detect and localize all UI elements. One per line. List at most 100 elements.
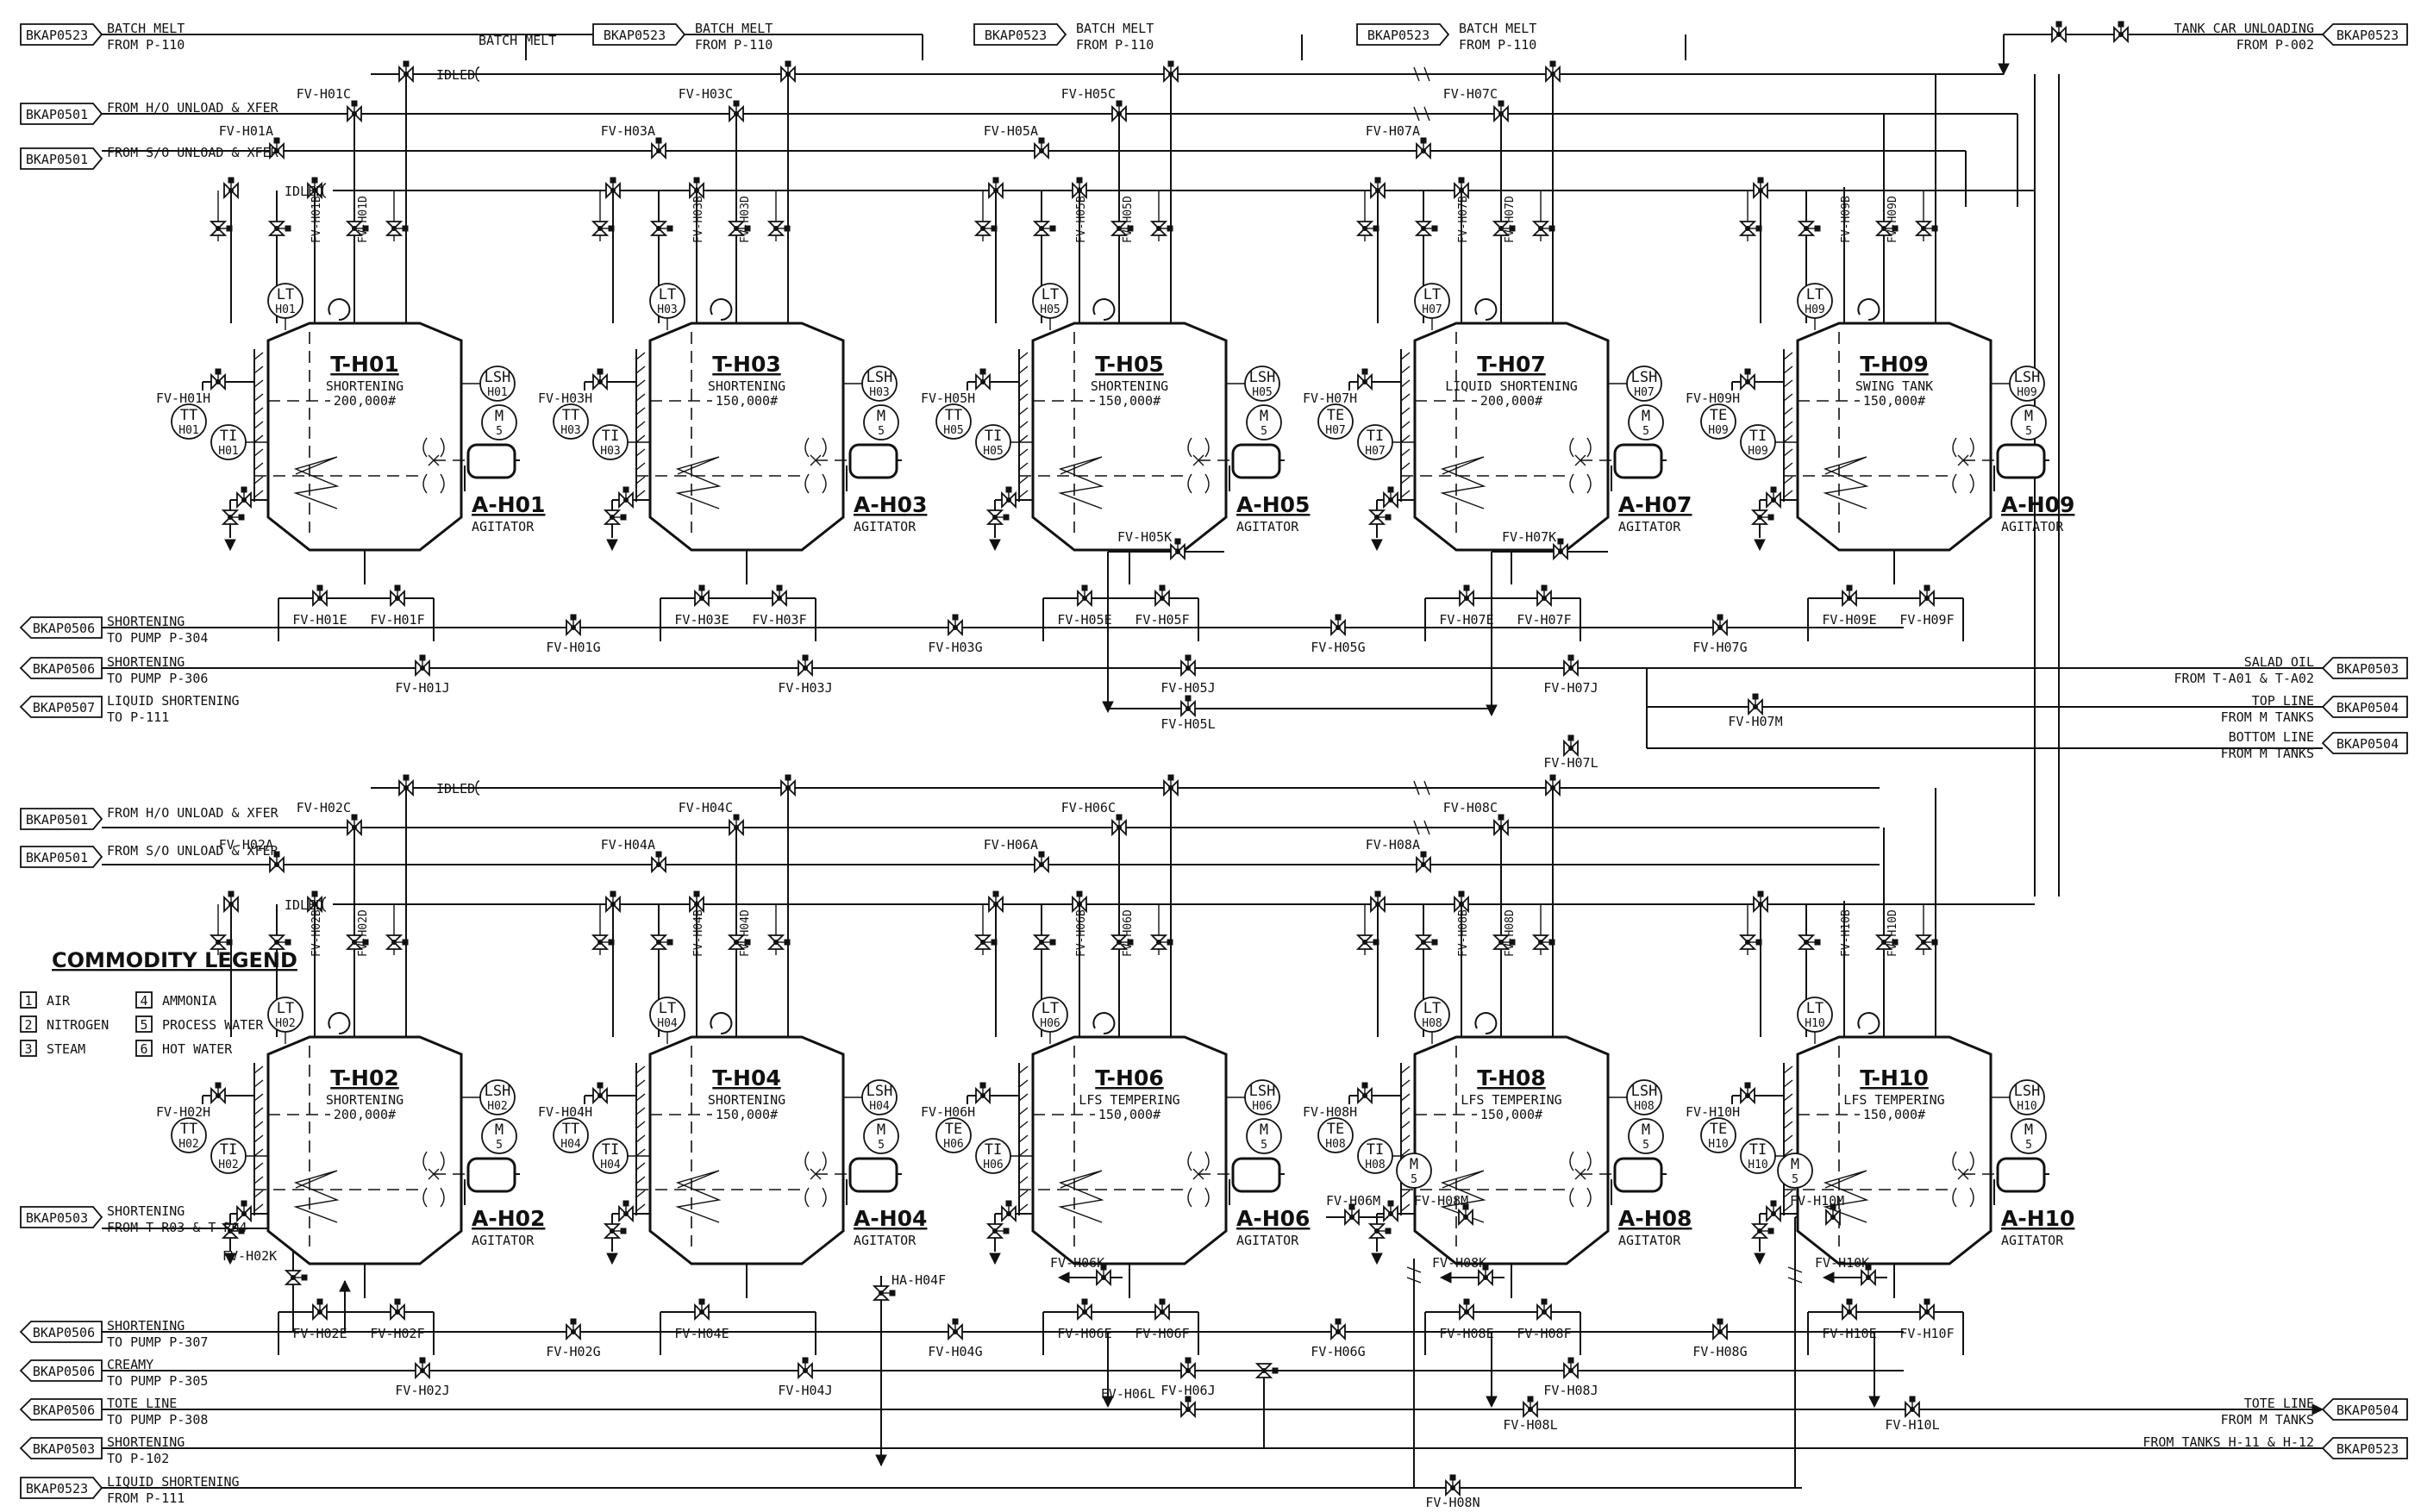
- arrow-icon: [1754, 1253, 1766, 1265]
- valve-actuator: [622, 1200, 629, 1207]
- connector-desc: TO PUMP P-306: [107, 671, 208, 686]
- connector-desc: FROM P-110: [695, 37, 773, 53]
- tank-tag: T-H04: [712, 1065, 780, 1090]
- valve-actuator: [1374, 177, 1381, 184]
- agitator-blade-icon: [804, 1151, 827, 1208]
- manway-icon: [710, 298, 733, 322]
- tank-t-h04: M5T-H04SHORTENING150,000#A-H04AGITATORLT…: [553, 997, 927, 1298]
- valve-actuator: [351, 100, 358, 107]
- valve-actuator: [979, 368, 986, 375]
- valve-actuator: [1373, 225, 1379, 232]
- legend-label: STEAM: [47, 1041, 85, 1057]
- valve-icon: [975, 368, 991, 391]
- pipe-line: [1018, 1162, 1029, 1171]
- valve-tag: FV-H03E: [674, 612, 729, 628]
- connector-flag: [19, 696, 103, 718]
- valve-icon: [973, 934, 998, 950]
- tank-tag: T-H09: [1860, 352, 1928, 377]
- connector-flag: [20, 808, 103, 830]
- instrument-tag: H06: [943, 1138, 963, 1151]
- tank-description: LFS TEMPERING: [1843, 1092, 1944, 1108]
- agitator-tag: A-H05: [1236, 492, 1310, 517]
- instrument-type: LT: [277, 1000, 294, 1017]
- instrument-tag: H01: [178, 424, 198, 437]
- tank-description: LFS TEMPERING: [1079, 1092, 1179, 1108]
- valve-icon: [1110, 221, 1134, 236]
- motor-bubble: M5: [1246, 1118, 1282, 1154]
- cap-icon: [475, 66, 480, 82]
- valve-center: [1758, 902, 1763, 907]
- batch-melt-label: BATCH MELT: [479, 33, 556, 48]
- valve-icon: [1458, 1203, 1473, 1227]
- connector-desc: CREAMY: [107, 1357, 153, 1372]
- valve-tag: FV-H04H: [538, 1104, 592, 1120]
- instrument-type: LSH: [1249, 1083, 1276, 1100]
- valve-icon: [975, 1082, 991, 1105]
- valve-center: [1498, 825, 1504, 830]
- instrument-tag: H05: [1040, 303, 1060, 316]
- motor-bubble: M5: [1777, 1153, 1813, 1189]
- valve-center: [1421, 226, 1426, 231]
- valve-actuator: [608, 939, 615, 946]
- valve-icon: [1180, 1396, 1196, 1419]
- pipe-line: [1400, 434, 1411, 443]
- coil-icon: [1440, 1170, 1486, 1223]
- valve-center: [1528, 1407, 1533, 1412]
- valve-center: [803, 665, 808, 671]
- valve-center: [734, 825, 739, 830]
- pipe-line: [1783, 393, 1793, 402]
- valve-center: [1542, 1309, 1547, 1315]
- pipe-line: [1783, 1107, 1793, 1115]
- valve-actuator: [402, 225, 409, 232]
- valve-center: [241, 1211, 247, 1216]
- motor-bubble: M5: [481, 404, 517, 440]
- valve-icon: [566, 1318, 581, 1341]
- valve-tag: FV-H03H: [538, 390, 592, 406]
- connector-desc: TO P-111: [107, 709, 169, 725]
- motor-bubble: M5: [481, 1118, 517, 1154]
- valve-icon: [618, 486, 634, 509]
- valve-center: [571, 1329, 576, 1334]
- pipe-line: [1783, 1190, 1793, 1198]
- valve-actuator: [1567, 654, 1574, 661]
- valve-actuator: [744, 939, 751, 946]
- valve-actuator: [1814, 225, 1821, 232]
- agitator-tag: A-H07: [1618, 492, 1692, 517]
- valve-center: [228, 902, 234, 907]
- valve-icon: [1919, 1298, 1935, 1321]
- valve-icon: [772, 584, 787, 608]
- agitator-blade-icon: [422, 437, 445, 494]
- pipe-line: [253, 448, 264, 457]
- connector-flag: [2321, 1437, 2408, 1459]
- valve-actuator: [1892, 939, 1899, 946]
- valve-icon: [1748, 693, 1763, 716]
- instrument-type: M: [495, 1122, 504, 1139]
- tank-vessel: [1413, 322, 1610, 552]
- valve-center: [352, 940, 357, 945]
- valve-actuator: [784, 225, 791, 232]
- valve-tag: FV-H06L: [1101, 1386, 1155, 1402]
- instrument-type: M: [2024, 408, 2033, 425]
- valve-actuator: [1717, 614, 1723, 621]
- connector-tag: BKAP0501: [26, 152, 88, 167]
- valve-tag: FV-H05B: [1075, 196, 1088, 243]
- arrow-icon: [2312, 1403, 2324, 1415]
- instrument-type: TI: [985, 1141, 1002, 1159]
- valve-center: [395, 596, 400, 601]
- valve-center: [1558, 549, 1563, 554]
- connector-desc: FROM T-R03 & T-R04: [107, 1220, 247, 1235]
- valve-tag: HA-H04F: [891, 1272, 946, 1288]
- instrument-type: LT: [1042, 1000, 1059, 1017]
- valve-actuator: [1498, 100, 1505, 107]
